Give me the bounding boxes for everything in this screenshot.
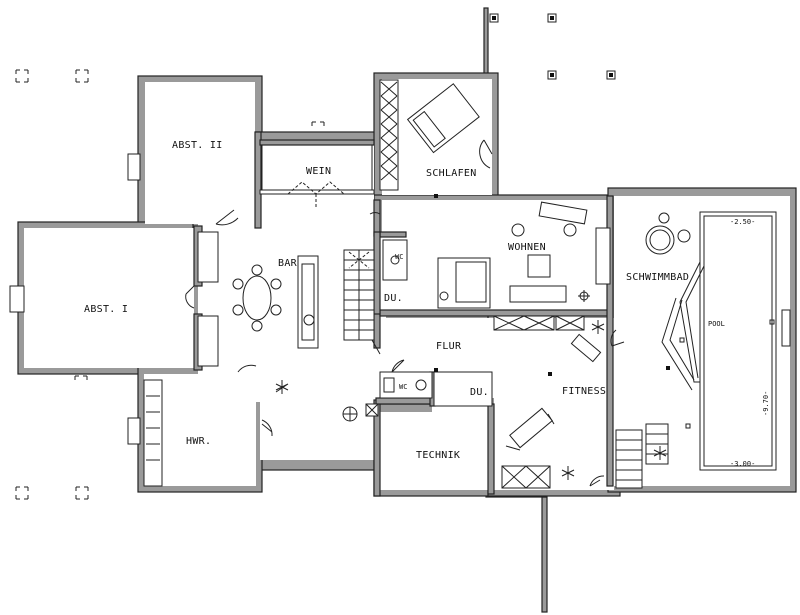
pool-width-bottom: -3.00- (730, 460, 755, 468)
column-markers (489, 13, 616, 80)
label-schwimmbad: SCHWIMMBAD (626, 272, 689, 283)
corner-markers (15, 69, 325, 500)
marker-dots (434, 194, 552, 376)
label-fitness: FITNESS (562, 386, 606, 397)
lower-wc-du (342, 371, 493, 422)
label-du-lower: DU. (470, 387, 489, 398)
label-wc-upper: WC (395, 253, 403, 261)
label-wohnen: WOHNEN (508, 242, 546, 253)
stairs (343, 249, 669, 489)
bed (406, 83, 480, 154)
label-technik: TECHNIK (416, 450, 460, 461)
pool-length: -9.70- (762, 391, 770, 416)
pool-width-top: -2.50- (730, 218, 755, 226)
label-pool: POOL (708, 320, 725, 328)
label-du-upper: DU. (384, 293, 403, 304)
windows (9, 79, 399, 487)
label-abst2: ABST. II (172, 140, 223, 151)
fitness-equipment (505, 333, 602, 451)
bar-zone-walls (259, 139, 375, 195)
label-flur: FLUR (436, 341, 462, 352)
pool-area (645, 211, 791, 471)
label-bar: BAR (278, 258, 298, 269)
label-wein: WEIN (306, 166, 331, 177)
label-abst1: ABST. I (84, 304, 128, 315)
wein-folding-doors (287, 181, 345, 208)
plants (275, 320, 667, 480)
pool-labels: POOL -2.50- -3.00- -9.70- (708, 218, 770, 468)
living-furniture (382, 201, 611, 309)
label-schlafen: SCHLAFEN (426, 168, 477, 179)
label-hwr: HWR. (186, 436, 211, 447)
bar-furniture (232, 255, 319, 349)
label-wc-lower: WC (399, 383, 407, 391)
room-labels: ABST. II ABST. I WEIN BAR SCHLAFEN WOHNE… (84, 140, 689, 461)
hall-cabinets (493, 315, 585, 489)
